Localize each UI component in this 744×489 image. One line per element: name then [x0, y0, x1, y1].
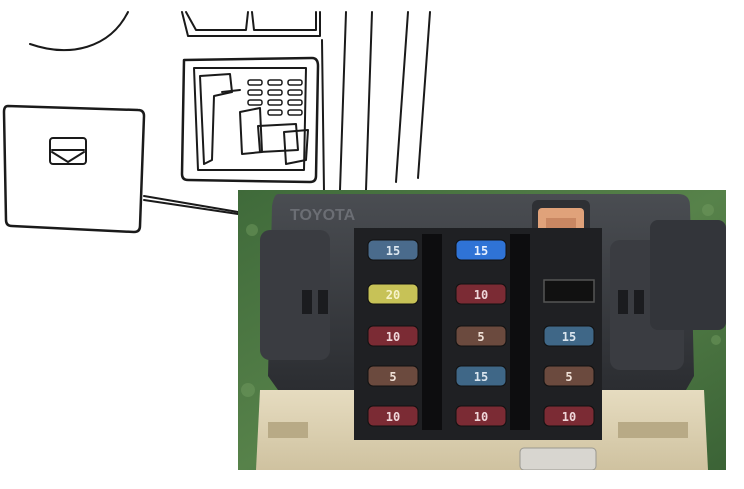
fuse-2-1: 5 [455, 325, 507, 347]
fuse-rating-label: 10 [562, 410, 576, 424]
fuse-rating-label: 15 [386, 244, 400, 258]
fuse-body [367, 239, 419, 261]
fuse-3-0: 5 [367, 365, 419, 387]
fuse-rating-label: 15 [474, 370, 488, 384]
fuse-rating-label: 10 [474, 410, 488, 424]
fuse-array: 15 15 20 10 10 5 15 5 15 5 10 10 10 [367, 239, 595, 427]
fuse-box-illustration: TOYOTA 15 15 20 10 10 5 15 5 15 5 10 10 10 [238, 190, 726, 470]
fuse-2-0: 10 [367, 325, 419, 347]
fuse-body [367, 283, 419, 305]
fuse-body [455, 405, 507, 427]
fuse-body [543, 405, 595, 427]
fuse-rating-label: 15 [474, 244, 488, 258]
fuse-3-1: 15 [455, 365, 507, 387]
fuse-2-2: 15 [543, 325, 595, 347]
fuse-4-0: 10 [367, 405, 419, 427]
brand-text: TOYOTA [290, 207, 356, 224]
fuse-body [455, 283, 507, 305]
fuse-rating-label: 10 [386, 330, 400, 344]
fuse-rating-label: 10 [386, 410, 400, 424]
fuse-4-1: 10 [455, 405, 507, 427]
fuse-0-1: 15 [455, 239, 507, 261]
fuse-rating-label: 15 [562, 330, 576, 344]
fuse-box-photo: TOYOTA 15 15 20 10 10 5 15 5 15 5 10 10 10 [238, 190, 726, 470]
fuse-1-1: 10 [455, 283, 507, 305]
fuse-body [455, 365, 507, 387]
dash-curve-line [29, 11, 129, 51]
fuse-body [367, 405, 419, 427]
fuse-rating-label: 5 [477, 330, 484, 344]
fuse-4-2: 10 [543, 405, 595, 427]
fuse-0-0: 15 [367, 239, 419, 261]
fuse-body [455, 239, 507, 261]
fuse-body [455, 325, 507, 347]
fuse-body [543, 365, 595, 387]
fuse-rating-label: 5 [565, 370, 572, 384]
fuse-body [367, 325, 419, 347]
fuse-cover-panel [2, 104, 146, 234]
fuse-rating-label: 5 [389, 370, 396, 384]
fuse-body [367, 365, 419, 387]
fuse-body [543, 325, 595, 347]
fuse-rating-label: 10 [474, 288, 488, 302]
fuse-rating-label: 20 [386, 288, 400, 302]
fuse-3-2: 5 [543, 365, 595, 387]
fuse-1-0: 20 [367, 283, 419, 305]
